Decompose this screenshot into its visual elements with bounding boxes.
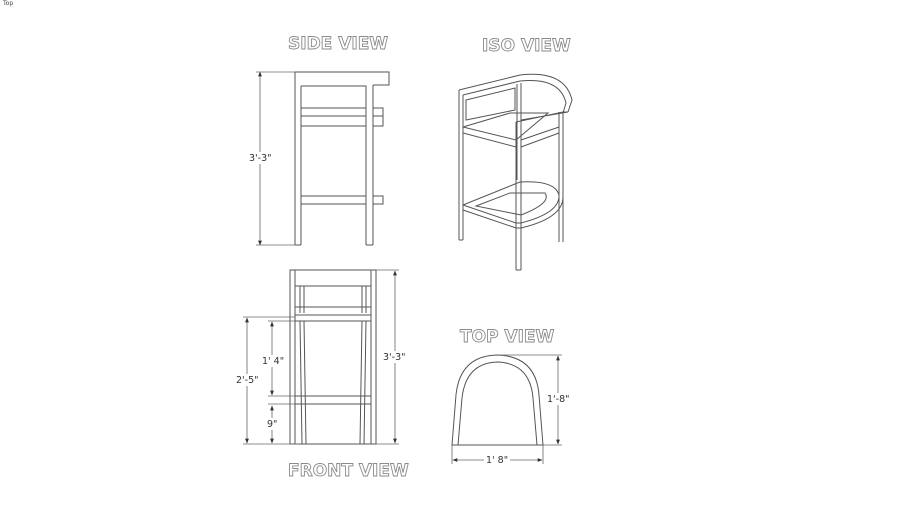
front-seat-to-footrest-label: 1' 4" (262, 356, 284, 367)
front-view: FRONT VIEW (234, 269, 409, 481)
scene-label: Top (3, 0, 14, 7)
top-dimensions: 1'-8" 1' 8" (451, 354, 572, 466)
front-view-chair (289, 269, 377, 445)
front-view-title: FRONT VIEW (288, 461, 409, 481)
iso-view: ISO VIEW (458, 36, 573, 271)
iso-view-title: ISO VIEW (482, 36, 571, 56)
top-width-label: 1' 8" (486, 455, 508, 466)
front-dimensions: 3'-3" 2'-5" 1' 4" 9" (234, 269, 408, 445)
top-depth-label: 1'-8" (547, 394, 570, 405)
side-view: SIDE VIEW 3'-3" (247, 34, 390, 246)
side-height-dimension: 3'-3" (247, 71, 295, 246)
top-view: TOP VIEW 1'-8" 1' 8" (451, 327, 572, 466)
front-overall-height-label: 3'-3" (383, 352, 406, 363)
side-view-title: SIDE VIEW (288, 34, 388, 54)
iso-view-chair (458, 73, 573, 271)
side-height-label: 3'-3" (249, 153, 272, 164)
top-view-title: TOP VIEW (460, 327, 555, 347)
front-footrest-height-label: 9" (267, 419, 277, 430)
top-view-chair (451, 354, 544, 446)
front-seat-height-label: 2'-5" (236, 375, 259, 386)
side-view-chair (294, 71, 390, 246)
